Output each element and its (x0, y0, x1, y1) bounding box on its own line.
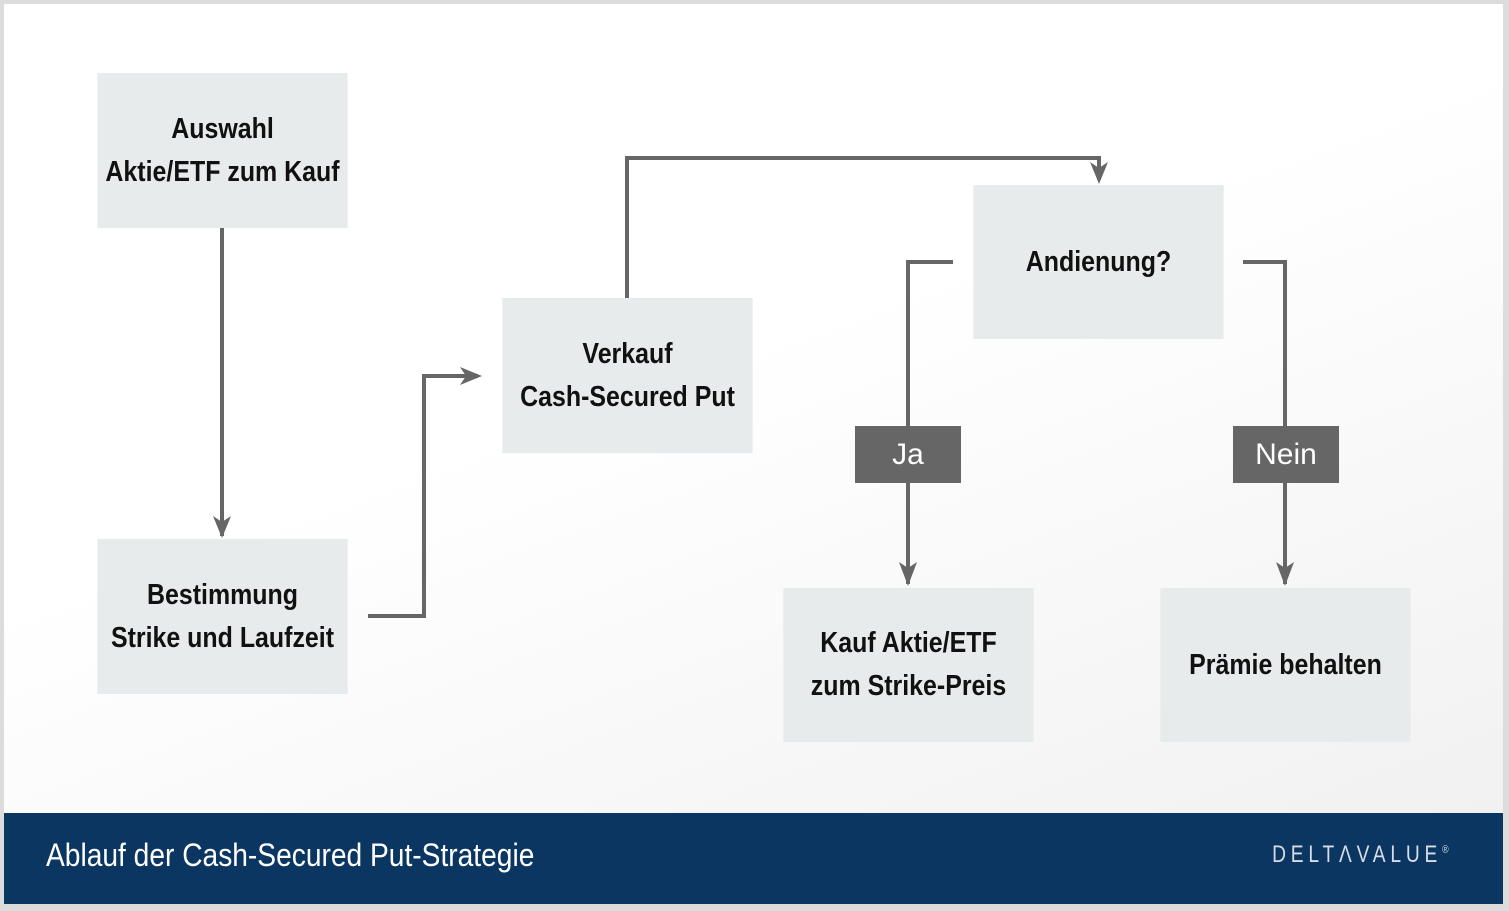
node-kauf: Kauf Aktie/ETF zum Strike-Preis (783, 588, 1034, 742)
node-kauf-line-2: zum Strike-Preis (810, 670, 1007, 702)
node-bestimmung: Bestimmung Strike und Laufzeit (97, 539, 348, 694)
arrowhead-bestimmung (213, 516, 231, 538)
node-auswahl: Auswahl Aktie/ETF zum Kauf (97, 73, 348, 228)
branch-label-yes-text: Ja (892, 437, 924, 471)
node-auswahl-line-2: Aktie/ETF zum Kauf (105, 155, 340, 188)
registered-mark-icon: ® (1442, 844, 1449, 856)
arrowhead-praemie (1276, 562, 1294, 586)
arrow-bestimmung-to-verkauf (368, 374, 478, 618)
node-andienung-line-1: Andienung? (1025, 245, 1172, 278)
node-praemie-line-1: Prämie behalten (1189, 648, 1382, 681)
branch-label-yes: Ja (855, 426, 961, 483)
arrowhead-kauf (899, 562, 917, 586)
branch-label-no: Nein (1233, 426, 1339, 483)
arrowhead-andienung (1090, 162, 1108, 184)
deltavalue-logo: DELTΛVALUE® (1272, 841, 1449, 869)
arrow-andienung-to-kauf (906, 260, 953, 584)
node-verkauf-line-1: Verkauf (582, 337, 673, 370)
branch-label-no-text: Nein (1255, 437, 1317, 471)
node-verkauf-line-2: Cash-Secured Put (520, 380, 735, 413)
node-bestimmung-line-1: Bestimmung (146, 578, 299, 611)
node-andienung: Andienung? (973, 185, 1224, 339)
arrow-andienung-to-praemie (1243, 260, 1287, 584)
footer-bar: Ablauf der Cash-Secured Put-Strategie DE… (4, 813, 1503, 904)
logo-text: DELTΛVALUE (1272, 841, 1443, 868)
footer-title: Ablauf der Cash-Secured Put-Strategie (46, 837, 535, 873)
node-auswahl-line-1: Auswahl (171, 112, 274, 145)
arrowhead-verkauf (460, 367, 482, 385)
node-kauf-line-1: Kauf Aktie/ETF (820, 627, 997, 659)
node-bestimmung-line-2: Strike und Laufzeit (110, 621, 335, 654)
node-praemie: Prämie behalten (1160, 588, 1411, 742)
node-verkauf: Verkauf Cash-Secured Put (502, 298, 753, 453)
